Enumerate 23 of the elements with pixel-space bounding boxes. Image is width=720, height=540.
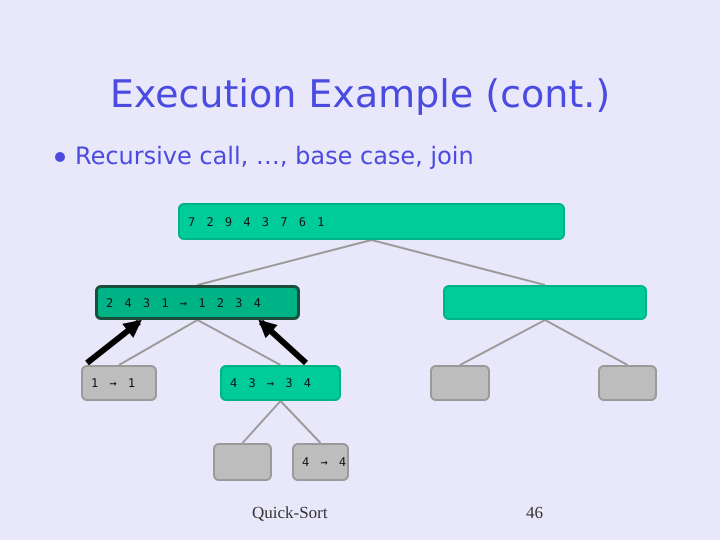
leaf-node-box bbox=[430, 365, 490, 401]
arrow bbox=[258, 320, 308, 366]
tree-edge bbox=[118, 319, 198, 366]
tree-edge bbox=[544, 319, 628, 366]
arrow bbox=[85, 320, 142, 366]
bullet-text: Recursive call, …, base case, join bbox=[75, 142, 474, 170]
tree-edge bbox=[197, 319, 281, 366]
leaf-node-box: 4 → 4 bbox=[292, 443, 349, 481]
tree-edge bbox=[197, 239, 372, 286]
leaf-node-box bbox=[598, 365, 657, 401]
tree-edge bbox=[242, 400, 282, 444]
tree-edge bbox=[371, 239, 546, 286]
tree-node-box bbox=[443, 285, 647, 320]
tree-node-box: 4 3 → 3 4 bbox=[220, 365, 341, 401]
tree-edge bbox=[280, 400, 322, 444]
footer-text: Quick-Sort bbox=[252, 503, 328, 523]
page-number: 46 bbox=[526, 503, 543, 523]
leaf-node-box: 1 → 1 bbox=[81, 365, 157, 401]
tree-edge bbox=[460, 319, 546, 366]
tree-node-box: 7 2 9 4 3 7 6 1 bbox=[178, 203, 565, 240]
slide-title: Execution Example (cont.) bbox=[108, 72, 612, 116]
tree-node-box: 2 4 3 1 → 1 2 3 4 bbox=[95, 285, 300, 320]
leaf-node-box bbox=[213, 443, 272, 481]
